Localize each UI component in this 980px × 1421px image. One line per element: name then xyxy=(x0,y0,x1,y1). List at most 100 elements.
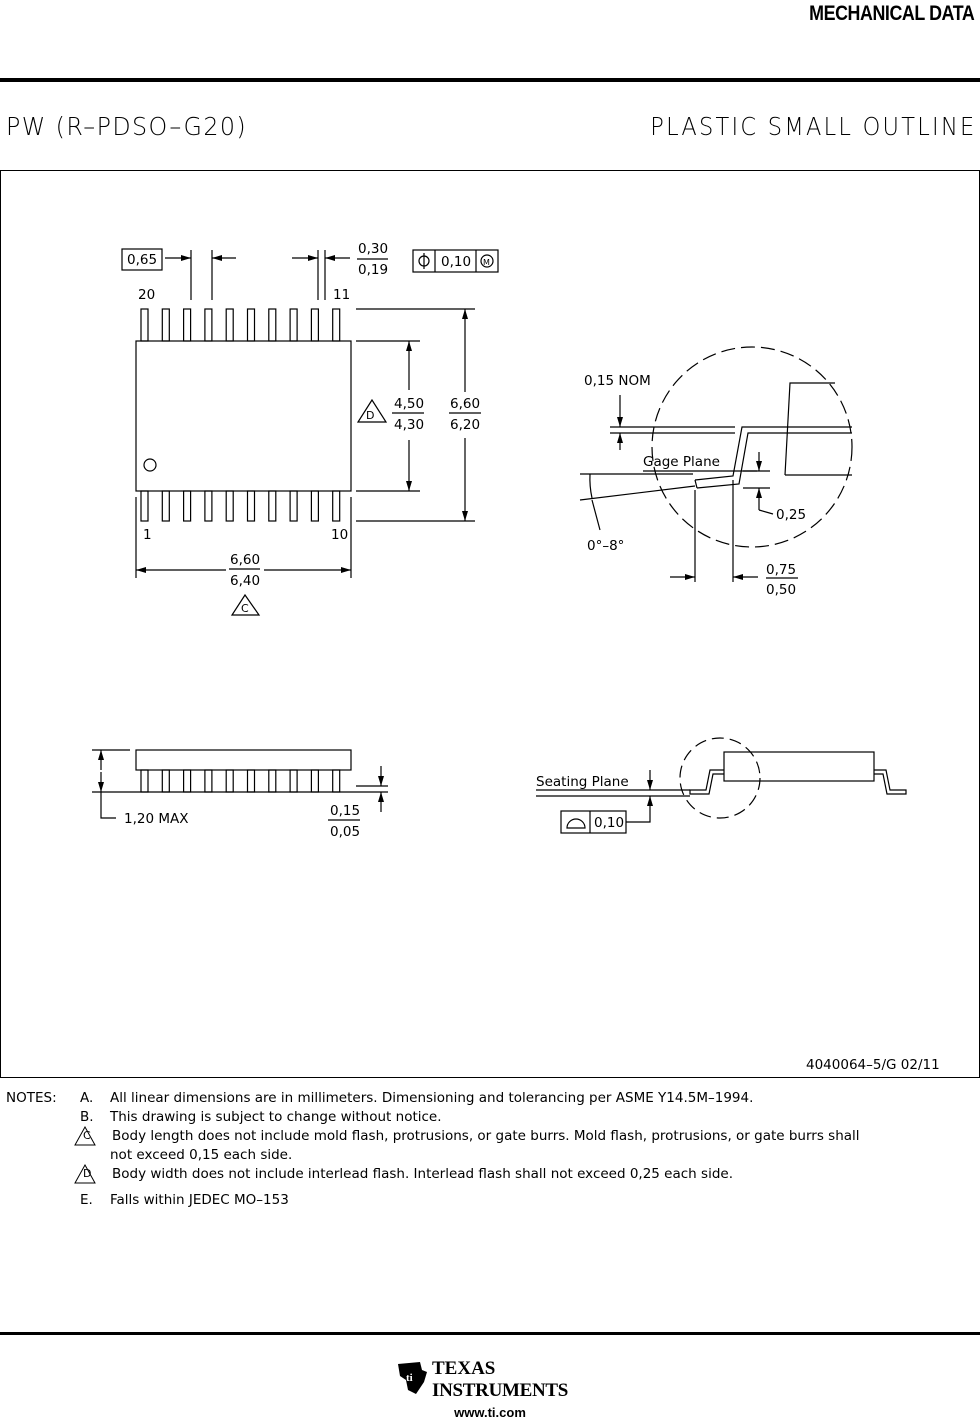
gage-height-label: 0,25 xyxy=(776,507,806,523)
pitch-box xyxy=(121,248,163,271)
body-length-max-label: 6,60 xyxy=(230,552,260,568)
bottom-lead xyxy=(289,490,298,522)
note-c-text-line2: not exceed 0,15 each side. xyxy=(110,1147,293,1163)
logo-line1: TEXAS xyxy=(432,1358,496,1379)
flatness-symbol-icon xyxy=(566,818,586,829)
top-lead xyxy=(310,308,319,342)
top-view xyxy=(121,248,499,616)
note-e-label: E. xyxy=(80,1192,93,1208)
lead-width-max-label: 0,30 xyxy=(358,241,388,257)
bottom-lead xyxy=(246,490,256,522)
notes-heading: NOTES: xyxy=(6,1090,57,1106)
max-material-icon xyxy=(480,254,494,268)
body-length-min-label: 6,40 xyxy=(230,573,260,589)
standoff-min-label: 0,05 xyxy=(330,824,360,840)
side-lead xyxy=(183,769,192,793)
pin1-indicator xyxy=(143,458,157,472)
top-lead xyxy=(183,308,192,342)
bottom-lead xyxy=(225,490,234,522)
detail-circle xyxy=(651,346,853,548)
svg-text:ti: ti xyxy=(406,1372,413,1384)
side-leads xyxy=(140,769,341,793)
logo-line2: INSTRUMENTS xyxy=(432,1380,569,1401)
side-lead xyxy=(268,769,277,793)
bottom-lead xyxy=(183,490,192,522)
pin-10-label: 10 xyxy=(331,527,348,543)
overall-width-min-label: 6,20 xyxy=(450,417,480,433)
coplanarity-label: 0,10 xyxy=(594,815,624,831)
top-leads xyxy=(140,308,341,342)
pin-20-label: 20 xyxy=(138,287,155,303)
note-a-text: All linear dimensions are in millimeters… xyxy=(110,1090,754,1106)
side-lead xyxy=(310,769,319,793)
note-d-flag-icon xyxy=(356,398,388,423)
gage-plane-label: Gage Plane xyxy=(643,454,720,470)
overall-width-max-label: 6,60 xyxy=(450,396,480,412)
top-lead xyxy=(140,308,149,342)
side-lead xyxy=(225,769,234,793)
pin-11-label: 11 xyxy=(333,287,350,303)
side-lead xyxy=(246,769,256,793)
ti-logo: ti TEXAS INSTRUMENTS xyxy=(392,1356,592,1406)
bottom-leads xyxy=(140,490,341,522)
height-max-label: 1,20 MAX xyxy=(124,811,188,827)
note-b-label: B. xyxy=(80,1109,94,1125)
lead-angle-label: 0°–8° xyxy=(587,538,624,554)
seating-plane-view xyxy=(536,737,907,834)
position-tolerance-label: 0,10 xyxy=(441,254,471,270)
drawing-number-label: 4040064–5/G 02/11 xyxy=(806,1057,940,1073)
section-title: MECHANICAL DATA xyxy=(808,2,975,25)
lead-width-min-label: 0,19 xyxy=(358,262,388,278)
side-lead xyxy=(332,769,341,793)
position-tolerance-frame xyxy=(412,249,499,273)
footer-url[interactable]: www.ti.com xyxy=(454,1405,526,1420)
note-d-flag-icon xyxy=(74,1164,96,1184)
bottom-lead xyxy=(268,490,277,522)
package-description: PLASTIC SMALL OUTLINE xyxy=(649,112,976,141)
side-body xyxy=(135,749,352,771)
top-lead xyxy=(332,308,341,342)
top-lead xyxy=(246,308,256,342)
note-c-flag-icon xyxy=(230,593,261,616)
top-lead xyxy=(268,308,277,342)
pitch-label: 0,65 xyxy=(127,252,157,268)
note-d-text: Body width does not include interlead fl… xyxy=(112,1166,733,1182)
body-width-max-label: 4,50 xyxy=(394,396,424,412)
note-d-flag-label: D xyxy=(366,409,374,422)
side-lead xyxy=(161,769,170,793)
bottom-lead xyxy=(161,490,170,522)
side-lead xyxy=(204,769,213,793)
side-view xyxy=(92,749,388,821)
bottom-lead xyxy=(310,490,319,522)
body-width-min-label: 4,30 xyxy=(394,417,424,433)
package-code: PW (R–PDSO–G20) xyxy=(6,112,248,141)
note-c-flag-icon xyxy=(74,1126,96,1146)
bottom-lead xyxy=(204,490,213,522)
max-material-label: M xyxy=(483,258,490,267)
note-c-flag-label: C xyxy=(241,602,249,615)
side-lead xyxy=(289,769,298,793)
note-a-label: A. xyxy=(80,1090,94,1106)
note-c-label: C xyxy=(83,1129,91,1142)
top-lead xyxy=(225,308,234,342)
bottom-lead xyxy=(140,490,149,522)
top-lead xyxy=(204,308,213,342)
seating-plane-label: Seating Plane xyxy=(536,774,629,790)
note-b-text: This drawing is subject to change withou… xyxy=(110,1109,442,1125)
mechanical-drawing: 0,65 0,30 0,19 0,10 M 20 11 1 10 4,50 4,… xyxy=(92,241,940,1073)
foot-length-max-label: 0,75 xyxy=(766,562,796,578)
top-lead xyxy=(289,308,298,342)
top-lead xyxy=(161,308,170,342)
bottom-lead xyxy=(332,490,341,522)
standoff-max-label: 0,15 xyxy=(330,803,360,819)
note-d-label: D xyxy=(83,1167,92,1180)
lead-detail-view xyxy=(579,346,853,582)
top-rule xyxy=(0,78,980,82)
ti-state-logo-icon: ti xyxy=(398,1362,427,1394)
side-lead xyxy=(140,769,149,793)
bottom-rule xyxy=(0,1332,980,1335)
lead-thickness-label: 0,15 NOM xyxy=(584,373,651,389)
note-e-text: Falls within JEDEC MO–153 xyxy=(110,1192,289,1208)
foot-length-min-label: 0,50 xyxy=(766,582,796,598)
note-c-text-line1: Body length does not include mold flash,… xyxy=(112,1128,860,1144)
